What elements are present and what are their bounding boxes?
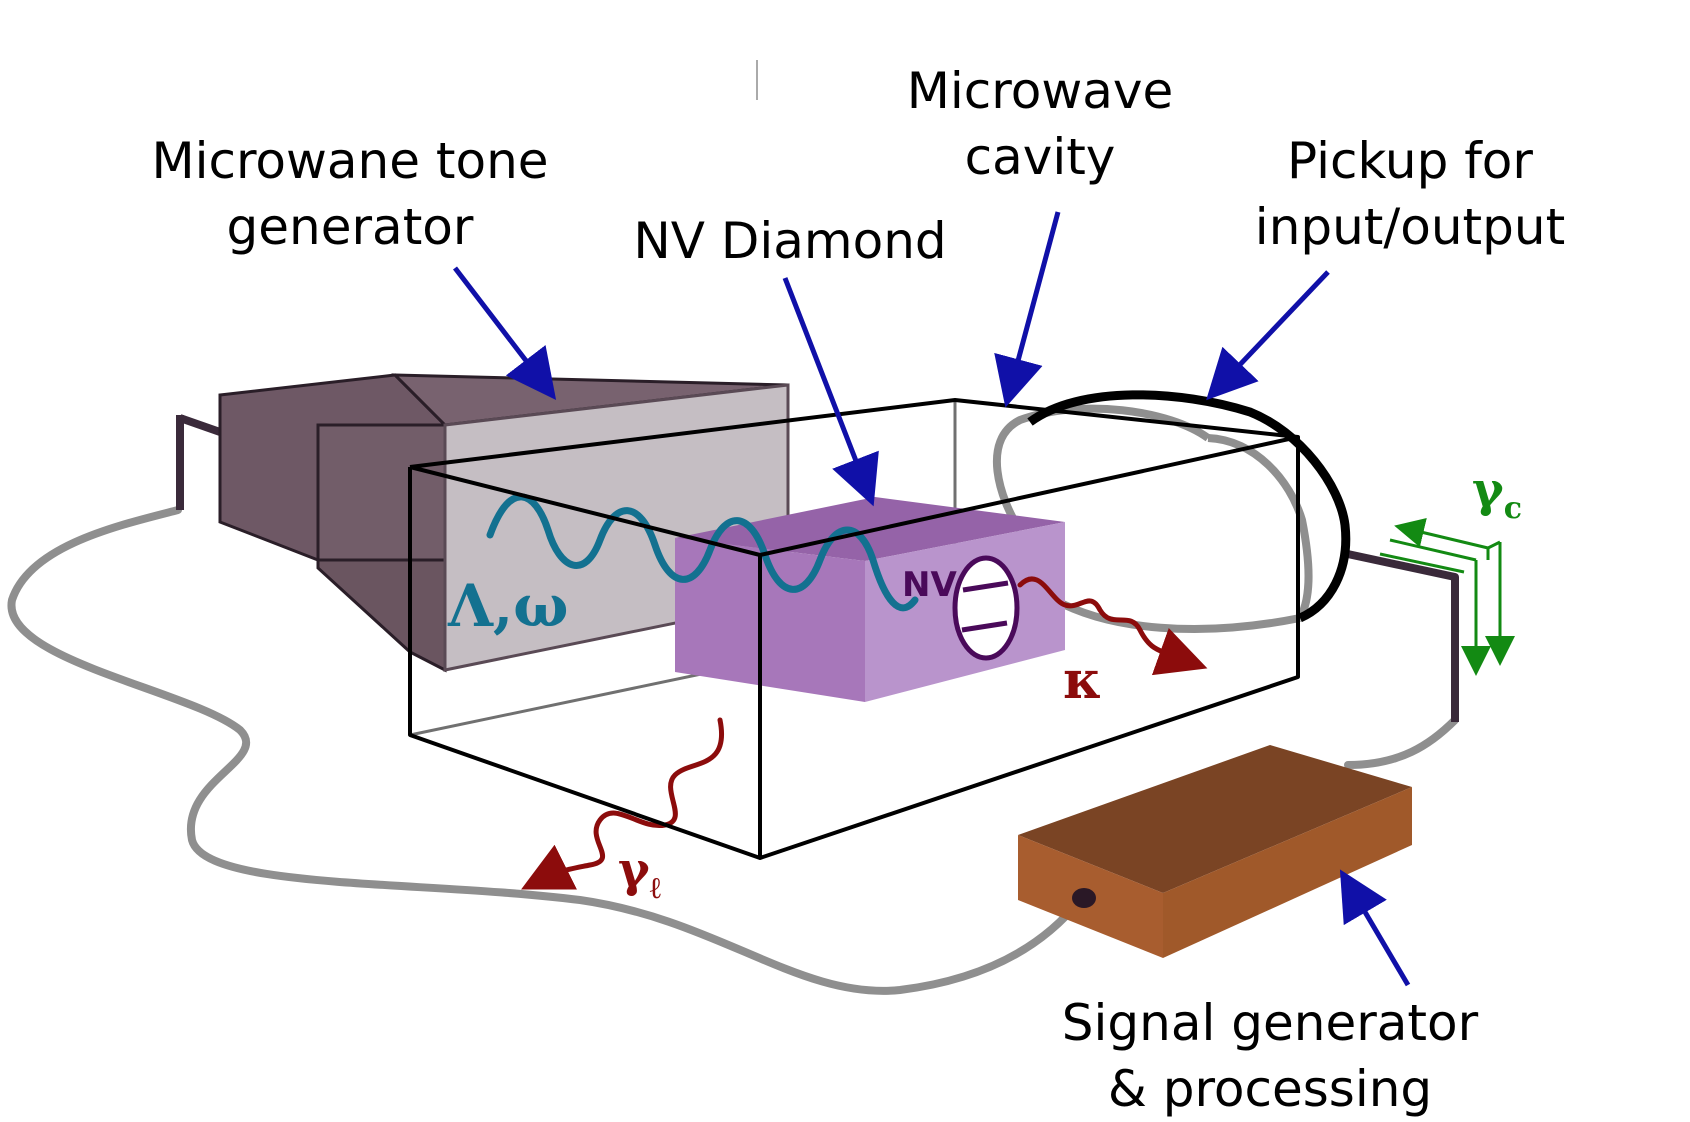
label-signal-line2: & processing <box>1107 1060 1433 1118</box>
arrow-to-pickup <box>1206 270 1330 401</box>
gamma-c-subscript: c <box>1503 491 1522 526</box>
gamma-l-main: γ <box>618 842 650 898</box>
symbol-kappa: κ <box>1063 650 1102 711</box>
label-tone-generator: Microwane tone generator <box>120 128 580 260</box>
gamma-c-main: γ <box>1472 462 1504 518</box>
label-pickup-line1: Pickup for <box>1287 132 1533 190</box>
gamma-l-wave <box>521 717 725 890</box>
label-pickup-line2: input/output <box>1254 198 1566 256</box>
label-nv-diamond: NV Diamond <box>633 212 947 270</box>
microwave-cavity-frame <box>408 398 1300 860</box>
gamma-l-subscript: ℓ <box>649 871 661 906</box>
label-signal-generator: Signal generator & processing <box>1060 990 1480 1122</box>
drive-wave <box>486 493 919 612</box>
label-tone-generator-line1: Microwane tone <box>151 132 549 190</box>
gamma-c-arrows <box>1379 517 1515 676</box>
label-tone-generator-line2: generator <box>226 198 474 256</box>
kappa-wave <box>1017 576 1208 676</box>
label-pickup: Pickup for input/output <box>1220 128 1600 260</box>
arrow-to-cavity <box>994 211 1061 408</box>
label-cavity-line2: cavity <box>964 128 1116 186</box>
symbol-nv: NV <box>902 565 957 605</box>
arrow-to-signal-box <box>1339 869 1411 987</box>
symbol-gamma-l: γℓ <box>618 842 661 906</box>
label-cavity-line1: Microwave <box>906 62 1174 120</box>
symbol-gamma-c: γc <box>1472 462 1522 526</box>
signal-processor-box <box>1018 745 1412 958</box>
symbol-drive: Λ,ω <box>448 572 569 640</box>
cable-pickup-to-processor <box>1342 549 1459 769</box>
arrow-to-nv-diamond <box>782 277 879 507</box>
label-microwave-cavity: Microwave cavity <box>880 58 1200 190</box>
arrow-to-tone-generator <box>453 266 557 400</box>
label-signal-line1: Signal generator <box>1061 994 1479 1052</box>
cable-generator-to-processor <box>7 414 1084 995</box>
nv-center-levels <box>952 555 1020 661</box>
